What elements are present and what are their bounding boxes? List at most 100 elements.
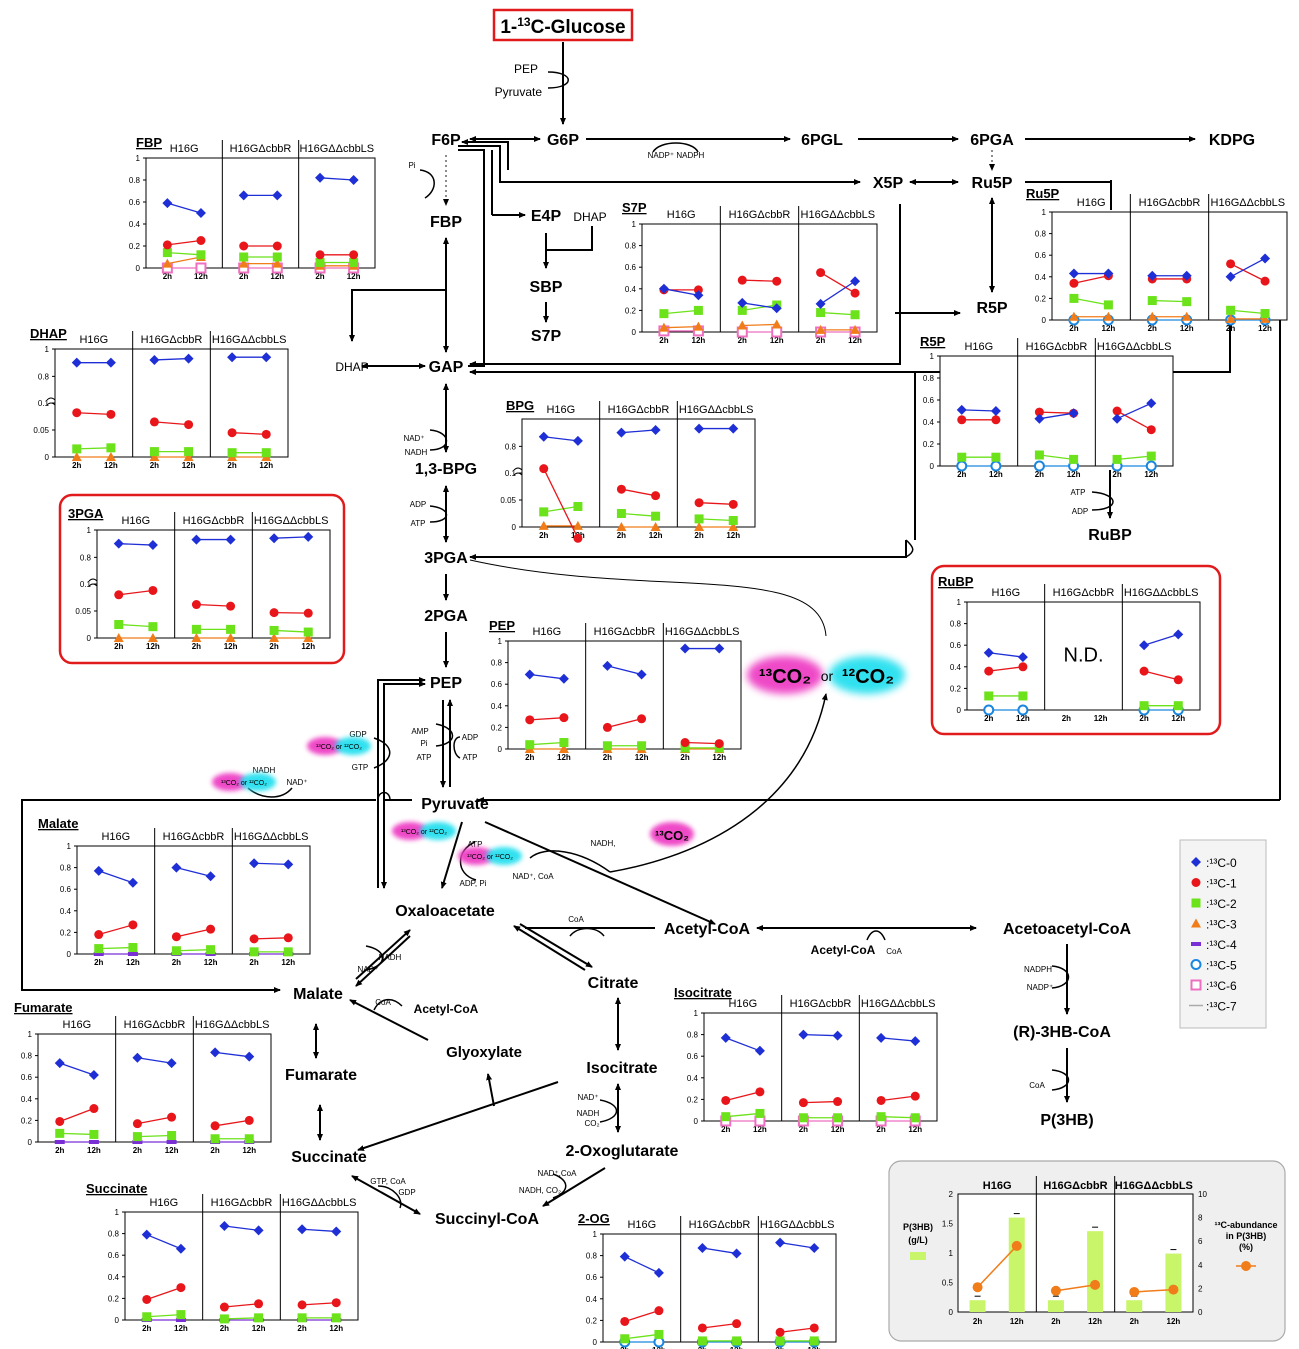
y-tick-left: 0.5 [942, 1279, 954, 1288]
y-tick-label: 0.1 [80, 580, 92, 589]
data-point-c0 [771, 303, 782, 314]
succinylcoa-succinate-arrow [351, 1175, 421, 1215]
data-point-c1 [239, 241, 249, 251]
y-tick-label: 0.2 [923, 440, 935, 449]
y-tick-label: 0.8 [586, 1252, 598, 1261]
data-point-c0 [219, 1221, 230, 1232]
strain-label: H16GΔcbbR [1139, 197, 1201, 209]
data-point-c2 [94, 944, 104, 954]
series-line-c2 [118, 623, 153, 628]
y-tick-label: 0.4 [625, 285, 637, 294]
data-point-c0 [1068, 268, 1079, 279]
data-point-c2 [850, 310, 860, 320]
data-point-c2 [721, 1112, 731, 1122]
axis-break [513, 467, 523, 476]
data-point-c0 [1017, 652, 1028, 663]
data-point-c2 [331, 1313, 341, 1323]
data-point-c1 [680, 738, 690, 748]
data-point-c1 [254, 1299, 264, 1309]
data-point-c2 [984, 691, 994, 701]
time-label: 12h [182, 461, 196, 470]
data-point-c1 [910, 1091, 920, 1101]
x5p-gap-arrow [469, 204, 901, 367]
data-point-c1 [714, 739, 724, 749]
co2-small-or: or [421, 829, 428, 836]
data-point-c0 [1260, 253, 1271, 264]
data-point-c0 [147, 540, 158, 551]
data-point-c2 [910, 1113, 920, 1123]
data-point-c1 [573, 533, 583, 543]
y-tick-label: 0 [87, 634, 92, 643]
metabolite-succinylcoa: Succinyl-CoA [435, 1211, 539, 1228]
y-tick-label: 0.8 [687, 1031, 699, 1040]
data-point-c1 [94, 930, 104, 940]
data-point-c2 [226, 624, 236, 634]
data-point-c2 [272, 252, 282, 262]
y-tick-label: 1 [87, 526, 92, 535]
data-point-c5 [1145, 460, 1157, 472]
data-point-c0 [166, 1058, 177, 1069]
data-point-c0 [653, 1267, 664, 1278]
series-line-c0 [624, 1256, 660, 1274]
data-point-c0 [1147, 270, 1158, 281]
y-tick-label: 1 [930, 352, 935, 361]
data-point-c1 [816, 268, 826, 278]
strain-label: H16GΔcbbR [1053, 587, 1115, 599]
time-label: 12h [712, 753, 726, 762]
data-point-c3 [658, 322, 669, 332]
data-point-c1 [876, 1095, 886, 1105]
data-point-c0 [225, 534, 236, 545]
data-point-c0 [680, 643, 691, 654]
data-point-c3 [572, 520, 583, 530]
data-point-c0 [261, 352, 272, 363]
data-point-c2 [809, 1336, 819, 1346]
series-line-c1 [302, 1302, 337, 1306]
time-label: 2h [617, 531, 626, 540]
nad-ogdh-arc [552, 1173, 567, 1199]
chart-frame [507, 640, 742, 750]
data-point-c4 [166, 1140, 177, 1144]
y-tick-label: 0.6 [60, 885, 72, 894]
data-point-c0 [297, 1224, 308, 1235]
time-label: 2h [249, 958, 258, 967]
cofactor-pi-2: Pi [420, 739, 427, 748]
strain-label: H16G [79, 334, 108, 346]
y-tick-right: 6 [1198, 1237, 1203, 1246]
data-point-c2 [167, 1131, 177, 1141]
chart-title: DHAP [30, 326, 67, 341]
data-point-c2 [89, 1129, 99, 1139]
cofactor-gdp: GDP [349, 730, 366, 739]
y-tick-label: 0 [957, 706, 962, 715]
time-label: 2h [1226, 324, 1235, 333]
legend-label: :¹³C-6 [1206, 979, 1237, 993]
data-point-c0 [1225, 271, 1236, 282]
y-tick-label: 0 [136, 264, 141, 273]
data-point-c0 [983, 647, 994, 658]
series-line-c2 [59, 1132, 94, 1136]
glyoxylate-malate-arrow [349, 999, 429, 1041]
chart-title: PEP [489, 618, 515, 633]
series-line-c0 [663, 288, 699, 296]
abundance-point [1168, 1284, 1179, 1295]
series-line-c2 [137, 1134, 172, 1138]
data-point-c1 [559, 713, 569, 723]
time-label: 2h [876, 1125, 885, 1134]
chart-frame [641, 223, 878, 333]
strain-label: H16G [532, 626, 561, 638]
p3hb-bar [1126, 1300, 1143, 1312]
data-point-c2 [55, 1128, 65, 1138]
pep-oaa-2 [377, 677, 426, 888]
data-point-c1 [850, 288, 860, 298]
data-point-c0 [876, 1032, 887, 1043]
data-point-c4 [88, 1140, 99, 1144]
series-line-c2 [167, 251, 202, 256]
time-label: 2h [1062, 714, 1071, 723]
data-point-c0 [1146, 398, 1157, 409]
time-label: 12h [1167, 1317, 1181, 1326]
series-line-c2 [621, 512, 656, 517]
axis-break [46, 397, 56, 406]
time-label: 12h [174, 1324, 188, 1333]
data-point-c6 [195, 262, 207, 274]
